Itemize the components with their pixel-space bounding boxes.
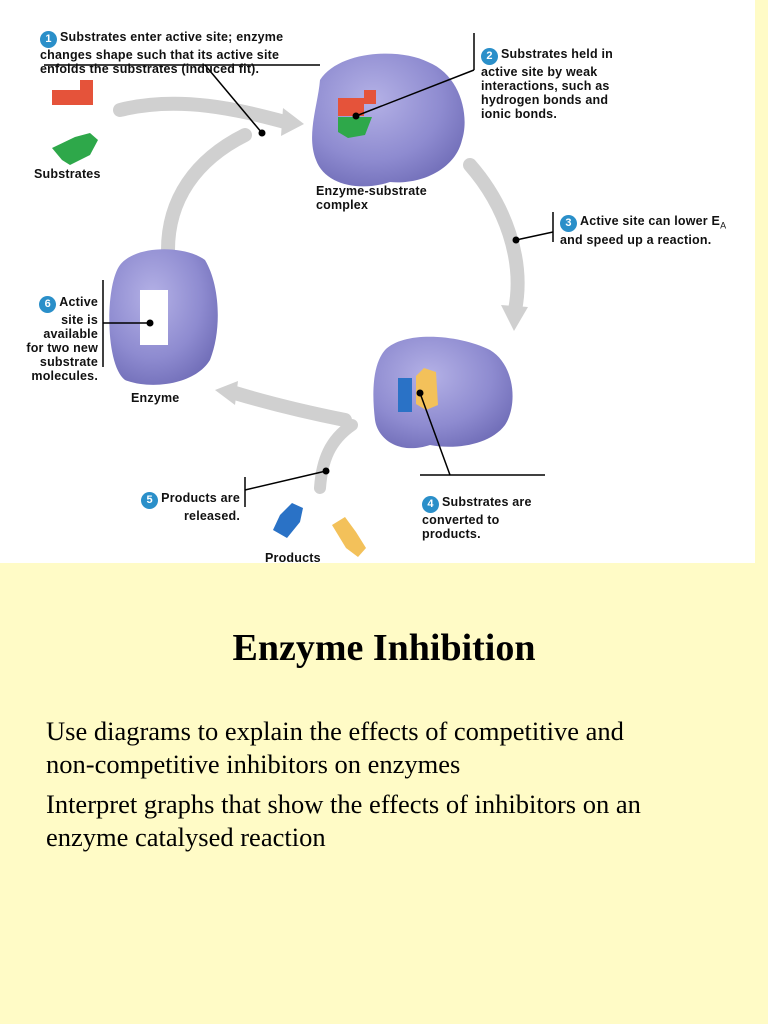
step-4-text: Substrates are converted to products. xyxy=(422,495,532,541)
objective-1: Use diagrams to explain the effects of c… xyxy=(46,716,624,779)
step-6-badge: 6 xyxy=(39,296,57,313)
enzyme-substrate-complex-shape xyxy=(312,53,465,187)
step-2-badge: 2 xyxy=(481,48,498,65)
arrow-substrates-to-complex xyxy=(113,96,292,129)
step-4-badge: 4 xyxy=(422,496,439,513)
substrate-red xyxy=(52,80,93,105)
slide-title: Enzyme Inhibition xyxy=(232,627,536,669)
edge-strip xyxy=(755,0,768,563)
products-label: Products xyxy=(265,551,321,565)
step-3-text-line1: Active site can lower E xyxy=(580,214,721,228)
arrow-head-3 xyxy=(215,381,238,405)
substrate-green xyxy=(52,133,98,165)
arrow-head-2 xyxy=(501,305,528,331)
callout-line-3 xyxy=(515,231,554,241)
callout-dot-5 xyxy=(322,467,330,475)
active-site-opening xyxy=(140,290,168,345)
enzyme-shape xyxy=(109,249,218,385)
callout-line-1 xyxy=(204,64,263,134)
product-blue xyxy=(273,503,303,538)
complex-label: Enzyme-substrate complex xyxy=(316,184,427,212)
arrow-head-1 xyxy=(281,108,304,136)
bound-substrate-green xyxy=(338,117,372,138)
arrow-products-release xyxy=(314,419,358,494)
product-yellow-bound xyxy=(416,368,438,410)
step-5-badge: 5 xyxy=(141,492,159,509)
step-2-text: Substrates held in active site by weak i… xyxy=(481,47,613,121)
callout-dot-3 xyxy=(512,236,520,244)
step-1-text: Substrates enter active site; enzyme cha… xyxy=(40,30,284,76)
step-3-badge: 3 xyxy=(560,215,577,232)
step-3-subscript: A xyxy=(720,220,727,231)
bound-substrate-red-tab xyxy=(364,90,376,104)
substrates-label: Substrates xyxy=(34,167,101,181)
enzyme-label: Enzyme xyxy=(131,391,180,405)
callout-dot-1 xyxy=(258,129,266,137)
step-3-text-line2: and speed up a reaction. xyxy=(560,232,712,247)
product-blue-bound xyxy=(398,378,412,412)
arrow-enzyme-to-substrates xyxy=(161,128,252,257)
product-yellow xyxy=(332,517,366,557)
step-1-badge: 1 xyxy=(40,31,57,48)
callout-line-4 xyxy=(419,392,451,476)
objective-2: Interpret graphs that show the effects o… xyxy=(46,789,641,852)
arrow-transition-to-enzyme xyxy=(228,386,352,427)
callout-line-5 xyxy=(244,470,327,491)
enzyme-product-complex-shape xyxy=(373,336,513,449)
arrow-complex-to-transition xyxy=(463,158,525,317)
callout-line-2 xyxy=(355,69,475,117)
bound-substrate-red xyxy=(338,98,364,116)
step-6-text: Active site is available for two new sub… xyxy=(26,295,98,383)
catalytic-cycle-diagram xyxy=(44,33,554,557)
step-5-text: Products are released. xyxy=(161,491,240,523)
